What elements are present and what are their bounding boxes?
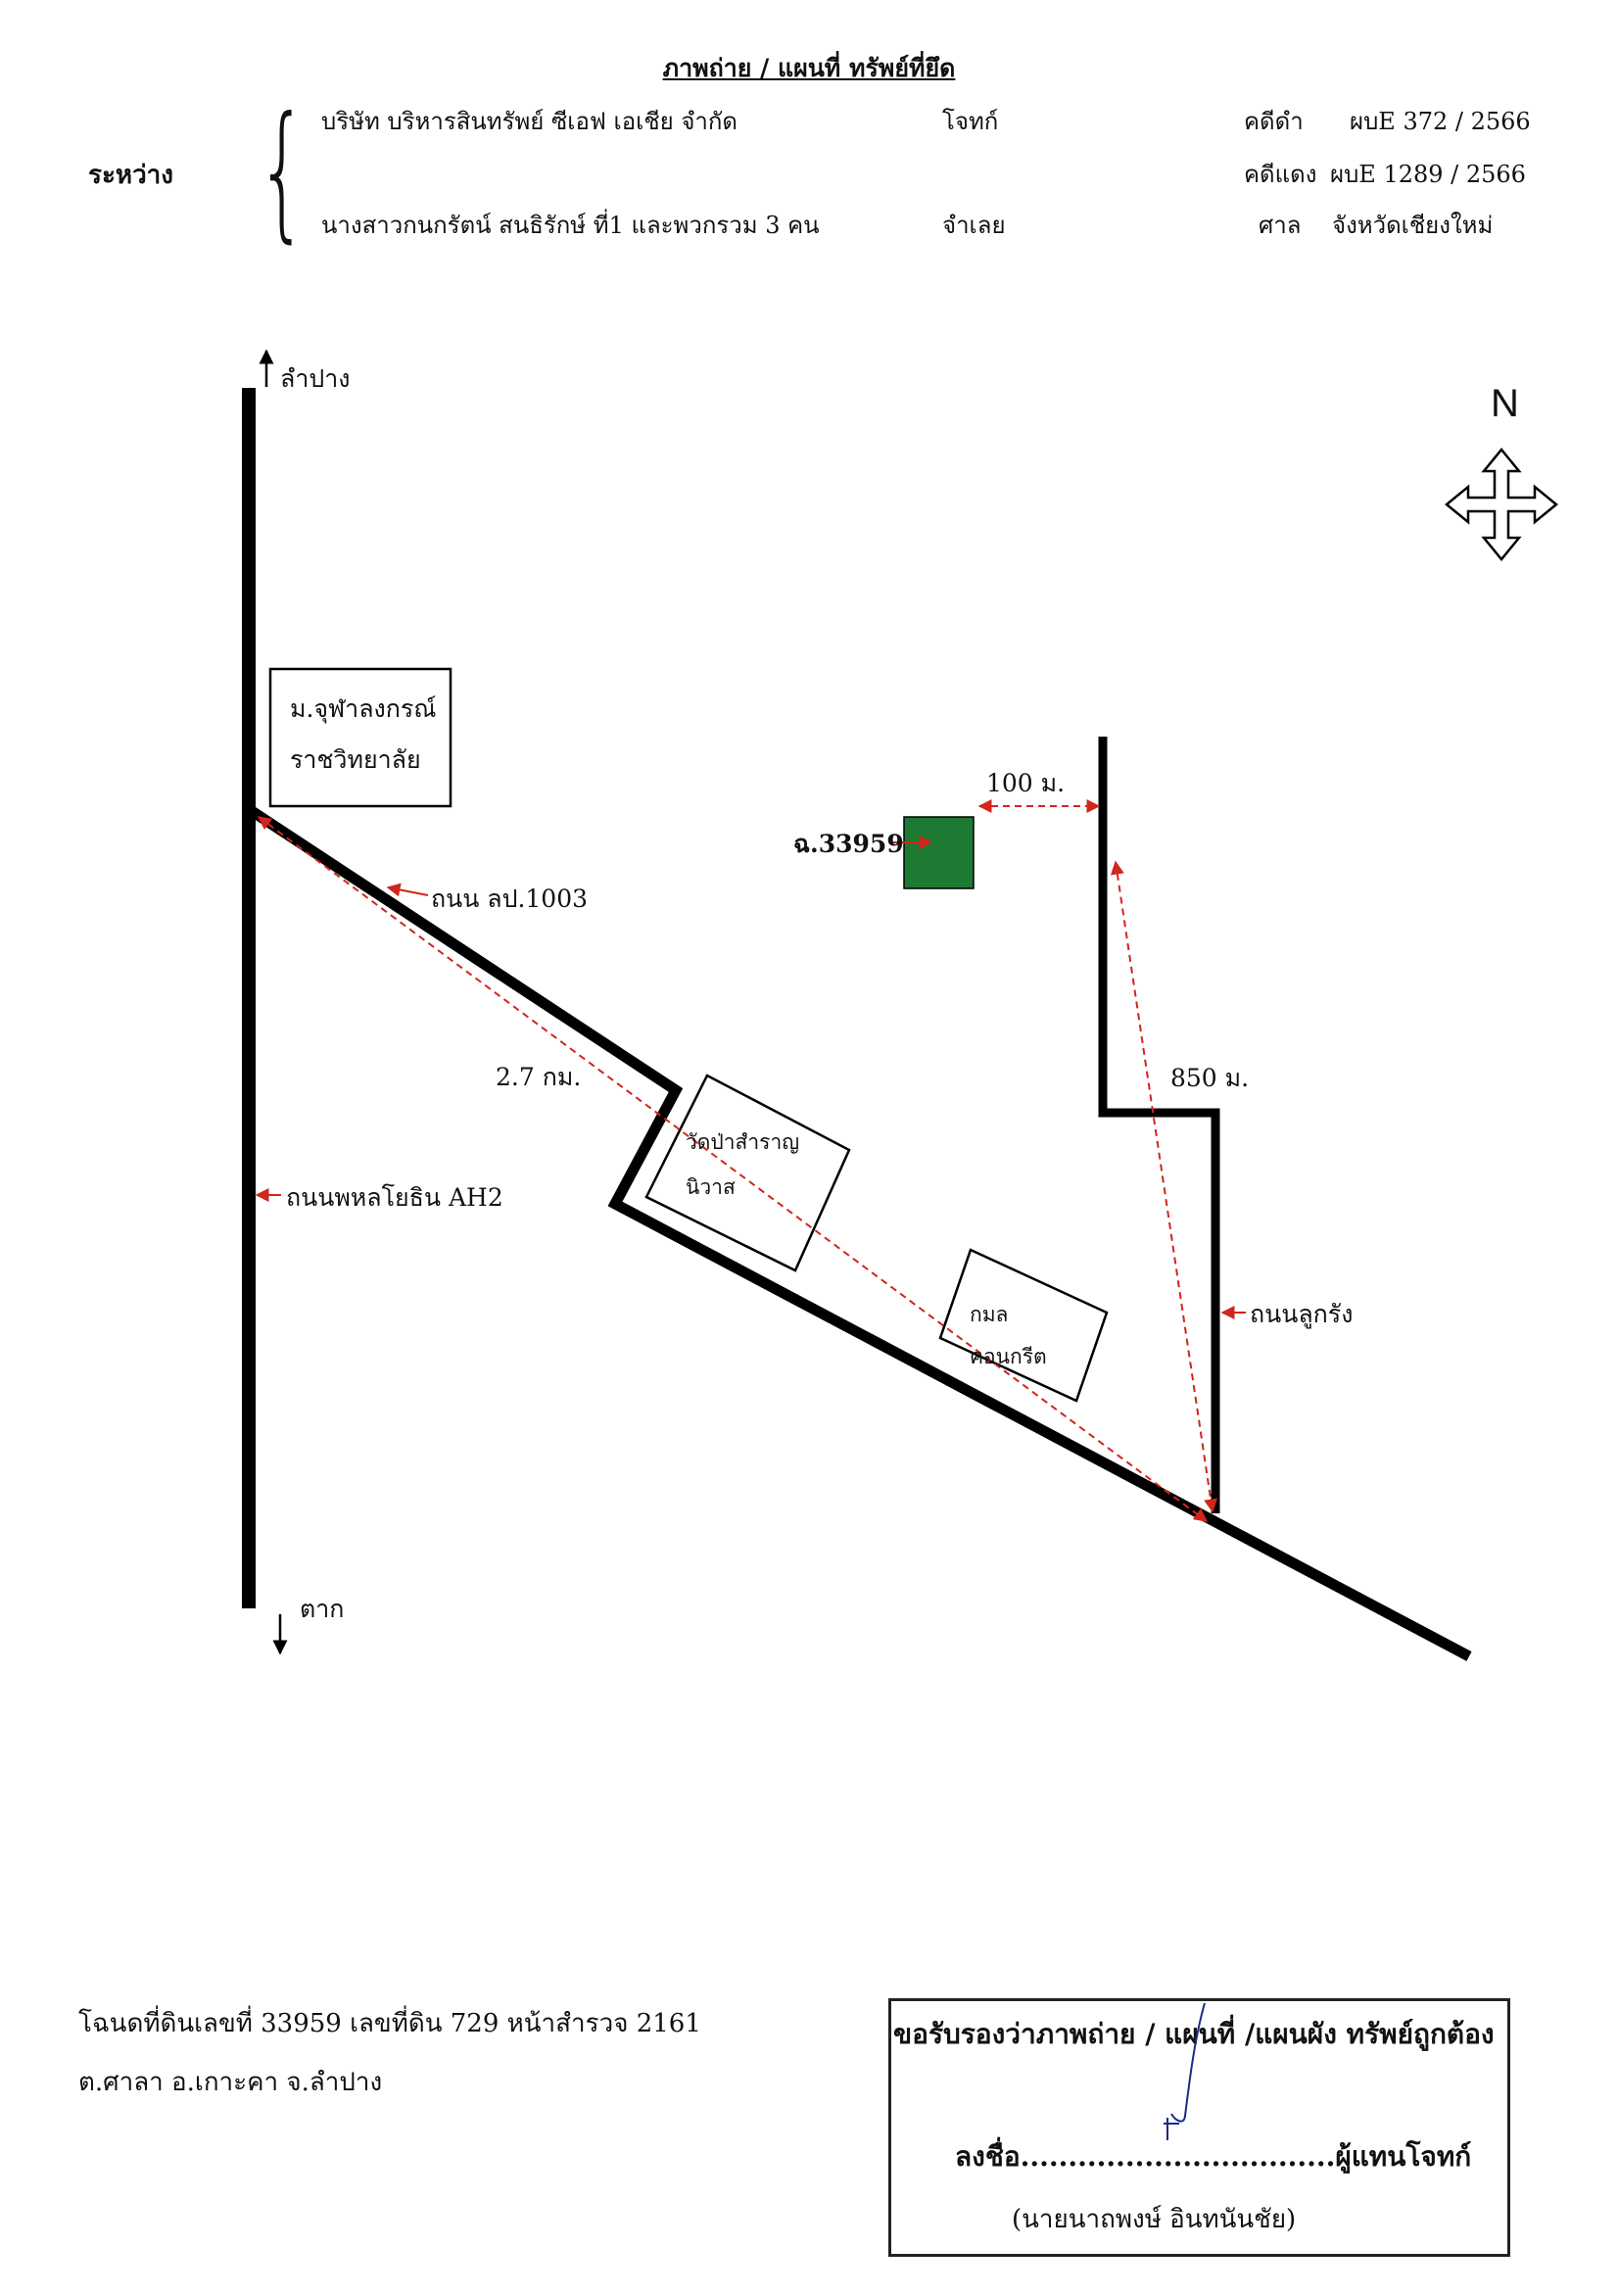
north-label: N: [1491, 382, 1519, 425]
road-lukrang: [1098, 737, 1220, 1513]
certification-box: [888, 1998, 1510, 2257]
compass-icon: [1445, 448, 1558, 561]
red-case-label: คดีแดง: [1244, 161, 1317, 188]
black-case-number: ผบE 372 / 2566: [1350, 108, 1531, 135]
concrete-box: [938, 1248, 1109, 1403]
temple-label-line2: นิวาส: [686, 1175, 736, 1199]
plaintiff-role: โจทก์: [942, 108, 999, 135]
pointer-lp1003: [386, 883, 429, 897]
distance-100m-label: 100 ม.: [986, 769, 1066, 797]
university-label-line1: ม.จุฬาลงกรณ์: [290, 694, 437, 723]
signature-line: ลงชื่อ.................................ผ…: [955, 2140, 1472, 2173]
parcel-label: ฉ.33959: [793, 830, 904, 858]
plaintiff-name: บริษัท บริหารสินทรัพย์ ซีเอฟ เอเชีย จำกั…: [321, 108, 738, 135]
court-label: ศาล: [1259, 212, 1302, 239]
dim-850m: [1110, 860, 1218, 1513]
defendant-name: นางสาวกนกรัตน์ สนธิรักษ์ ที่1 และพวกรวม …: [321, 212, 820, 239]
certification-text: ขอรับรองว่าภาพถ่าย / แผนที่ /แผนผัง ทรัพ…: [893, 2018, 1495, 2050]
location-info: ต.ศาลา อ.เกาะคา จ.ลำปาง: [78, 2068, 383, 2097]
road-lp1003-label: ถนน ลป.1003: [431, 885, 589, 913]
direction-down-label: ตาก: [300, 1595, 345, 1623]
parcel-33959: [903, 816, 975, 889]
concrete-label-line2: คอนกรีต: [970, 1345, 1047, 1368]
university-label-line2: ราชวิทยาลัย: [290, 745, 421, 774]
road-lp1003: [245, 804, 1472, 1661]
distance-2-7km-label: 2.7 กม.: [496, 1063, 582, 1091]
deed-info: โฉนดที่ดินเลขที่ 33959 เลขที่ดิน 729 หน้…: [78, 2009, 701, 2038]
brace-glyph: {: [257, 86, 309, 257]
signer-name: (นายนาถพงษ์ อินทนันชัย): [1012, 2205, 1297, 2234]
distance-850m-label: 850 ม.: [1170, 1064, 1250, 1092]
road-lukrang-label: ถนนลูกรัง: [1250, 1300, 1354, 1328]
page-title: ภาพถ่าย / แผนที่ ทรัพย์ที่ยึด: [662, 54, 956, 82]
defendant-role: จำเลย: [942, 212, 1006, 239]
university-box: [268, 667, 452, 808]
court-name: จังหวัดเชียงใหม่: [1332, 212, 1494, 239]
concrete-label-line1: กมล: [970, 1303, 1009, 1326]
temple-label-line1: วัดป่าสำราญ: [686, 1130, 800, 1154]
dim-2-7km: [257, 816, 1209, 1522]
black-case-label: คดีดำ: [1244, 108, 1304, 135]
direction-up-label: ลำปาง: [280, 364, 351, 393]
road-phahonyothin-label: ถนนพหลโยธิน AH2: [286, 1183, 503, 1212]
red-case-number: ผบE 1289 / 2566: [1330, 161, 1526, 188]
between-label: ระหว่าง: [88, 161, 173, 190]
signature-scribble: [1164, 2002, 1206, 2140]
